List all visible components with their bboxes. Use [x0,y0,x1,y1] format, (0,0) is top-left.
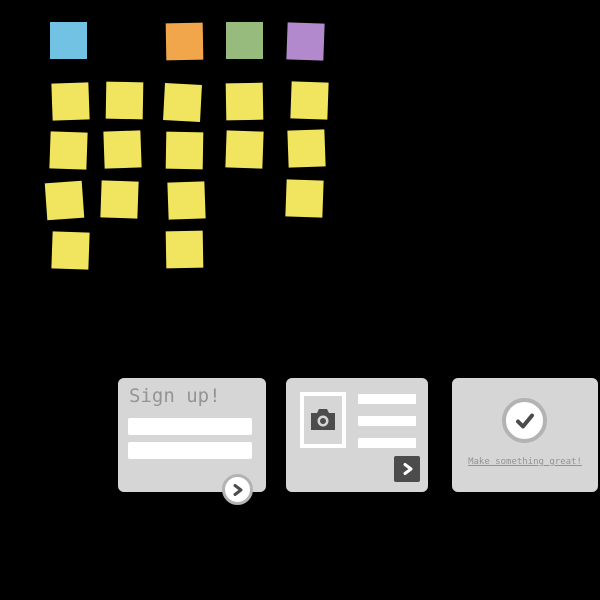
sticky-note-header-purple[interactable] [286,22,325,61]
signup-title: Sign up! [129,385,221,407]
text-placeholder-line [358,394,416,404]
media-card [286,378,428,492]
signup-input-1[interactable] [128,418,252,435]
signup-next-button[interactable] [222,474,253,505]
sticky-note[interactable] [165,230,204,269]
sticky-note[interactable] [100,180,139,219]
sticky-note-header-orange[interactable] [165,22,204,61]
signup-input-2[interactable] [128,442,252,459]
checkmark-badge [502,398,547,443]
image-placeholder [300,392,346,448]
sticky-note[interactable] [290,81,329,120]
success-link[interactable]: Make something great! [468,457,582,467]
sticky-note[interactable] [225,82,264,121]
signup-card: Sign up! [118,378,266,505]
sticky-note[interactable] [167,181,206,220]
sticky-note[interactable] [105,81,144,120]
text-placeholder-line [358,416,416,426]
camera-icon [309,408,337,432]
sticky-note[interactable] [51,231,90,270]
chevron-right-icon [231,483,244,497]
sticky-note[interactable] [163,83,202,122]
text-placeholder-line [358,438,416,448]
sticky-note[interactable] [165,131,204,170]
sticky-note[interactable] [51,82,90,121]
success-card: Make something great! [452,378,598,492]
sticky-note[interactable] [287,129,326,168]
sticky-note-header-green[interactable] [226,22,263,59]
sticky-note[interactable] [49,131,88,170]
sticky-note[interactable] [225,130,264,169]
chevron-right-icon [401,462,414,476]
sticky-note-header-blue[interactable] [50,22,87,59]
media-next-button[interactable] [394,456,420,482]
sticky-note[interactable] [285,179,324,218]
checkmark-icon [512,408,538,434]
sticky-note[interactable] [103,130,142,169]
sticky-note[interactable] [44,180,85,221]
